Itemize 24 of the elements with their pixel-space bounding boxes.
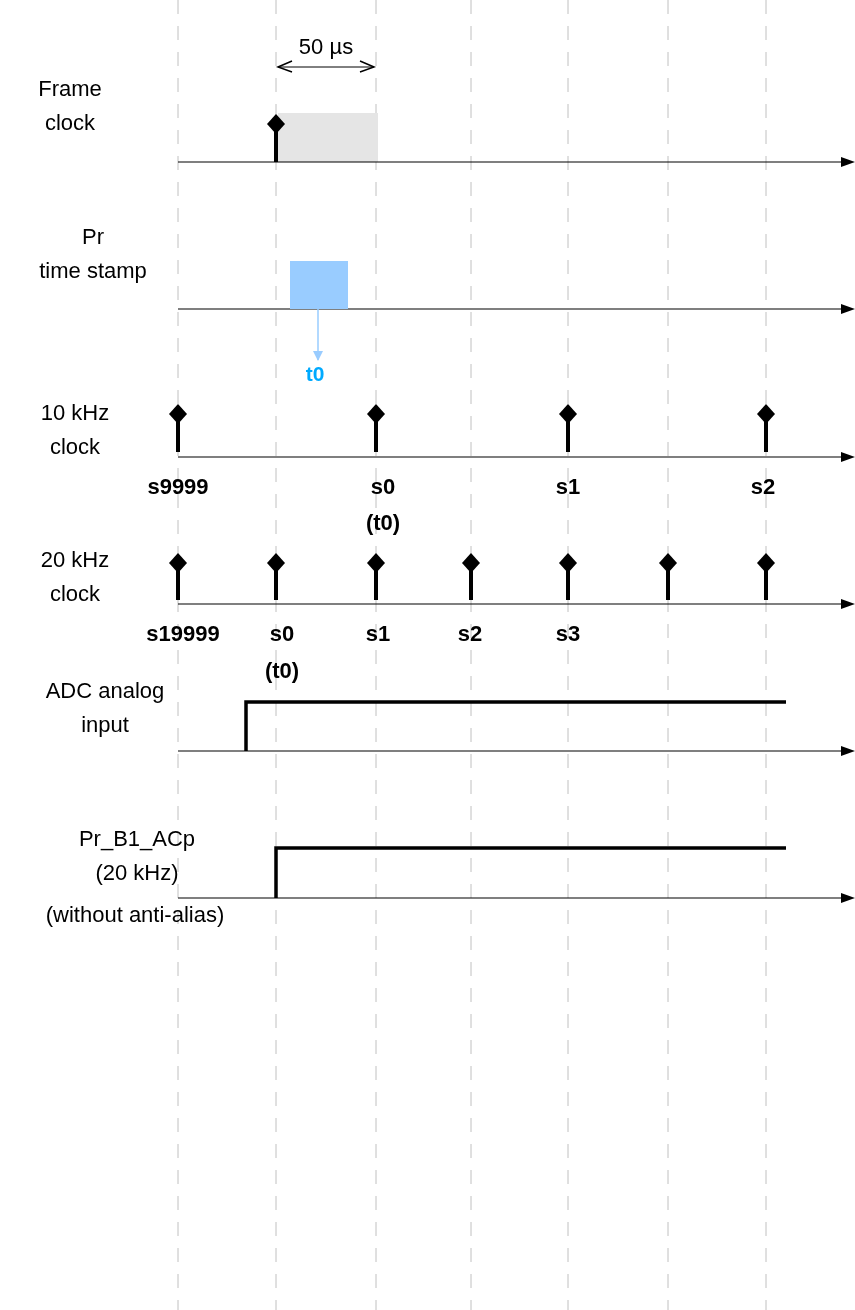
sample-label: s2: [750, 473, 776, 501]
sample-label: s9999: [147, 473, 209, 501]
sample-label: (t0): [264, 657, 300, 685]
sample-label: s1: [365, 620, 391, 648]
time-marker-label: t0: [300, 360, 330, 388]
signal-name: ADC analog input: [44, 677, 166, 739]
signal-name: Pr: [82, 223, 104, 251]
sample-label: (t0): [365, 509, 401, 537]
signal-name: Frame clock: [37, 75, 103, 137]
signal-name: (20 kHz): [95, 859, 179, 887]
signal-name: 20 kHz clock: [39, 546, 111, 608]
signal-name: Pr_B1_ACp: [78, 825, 196, 853]
signal-name: (without anti-alias): [45, 901, 225, 929]
sample-label: s19999: [146, 620, 220, 648]
sample-label: s0: [370, 473, 396, 501]
arrow: [312, 308, 324, 362]
sample-label: s1: [555, 473, 581, 501]
timestamp-block: [290, 261, 348, 309]
sample-label: s2: [457, 620, 483, 648]
sample-label: s3: [555, 620, 581, 648]
signal-name: time stamp: [39, 257, 147, 285]
signal-name: 10 kHz clock: [39, 399, 111, 461]
sample-label: s0: [269, 620, 295, 648]
dimension-label: 50 µs: [298, 33, 354, 61]
